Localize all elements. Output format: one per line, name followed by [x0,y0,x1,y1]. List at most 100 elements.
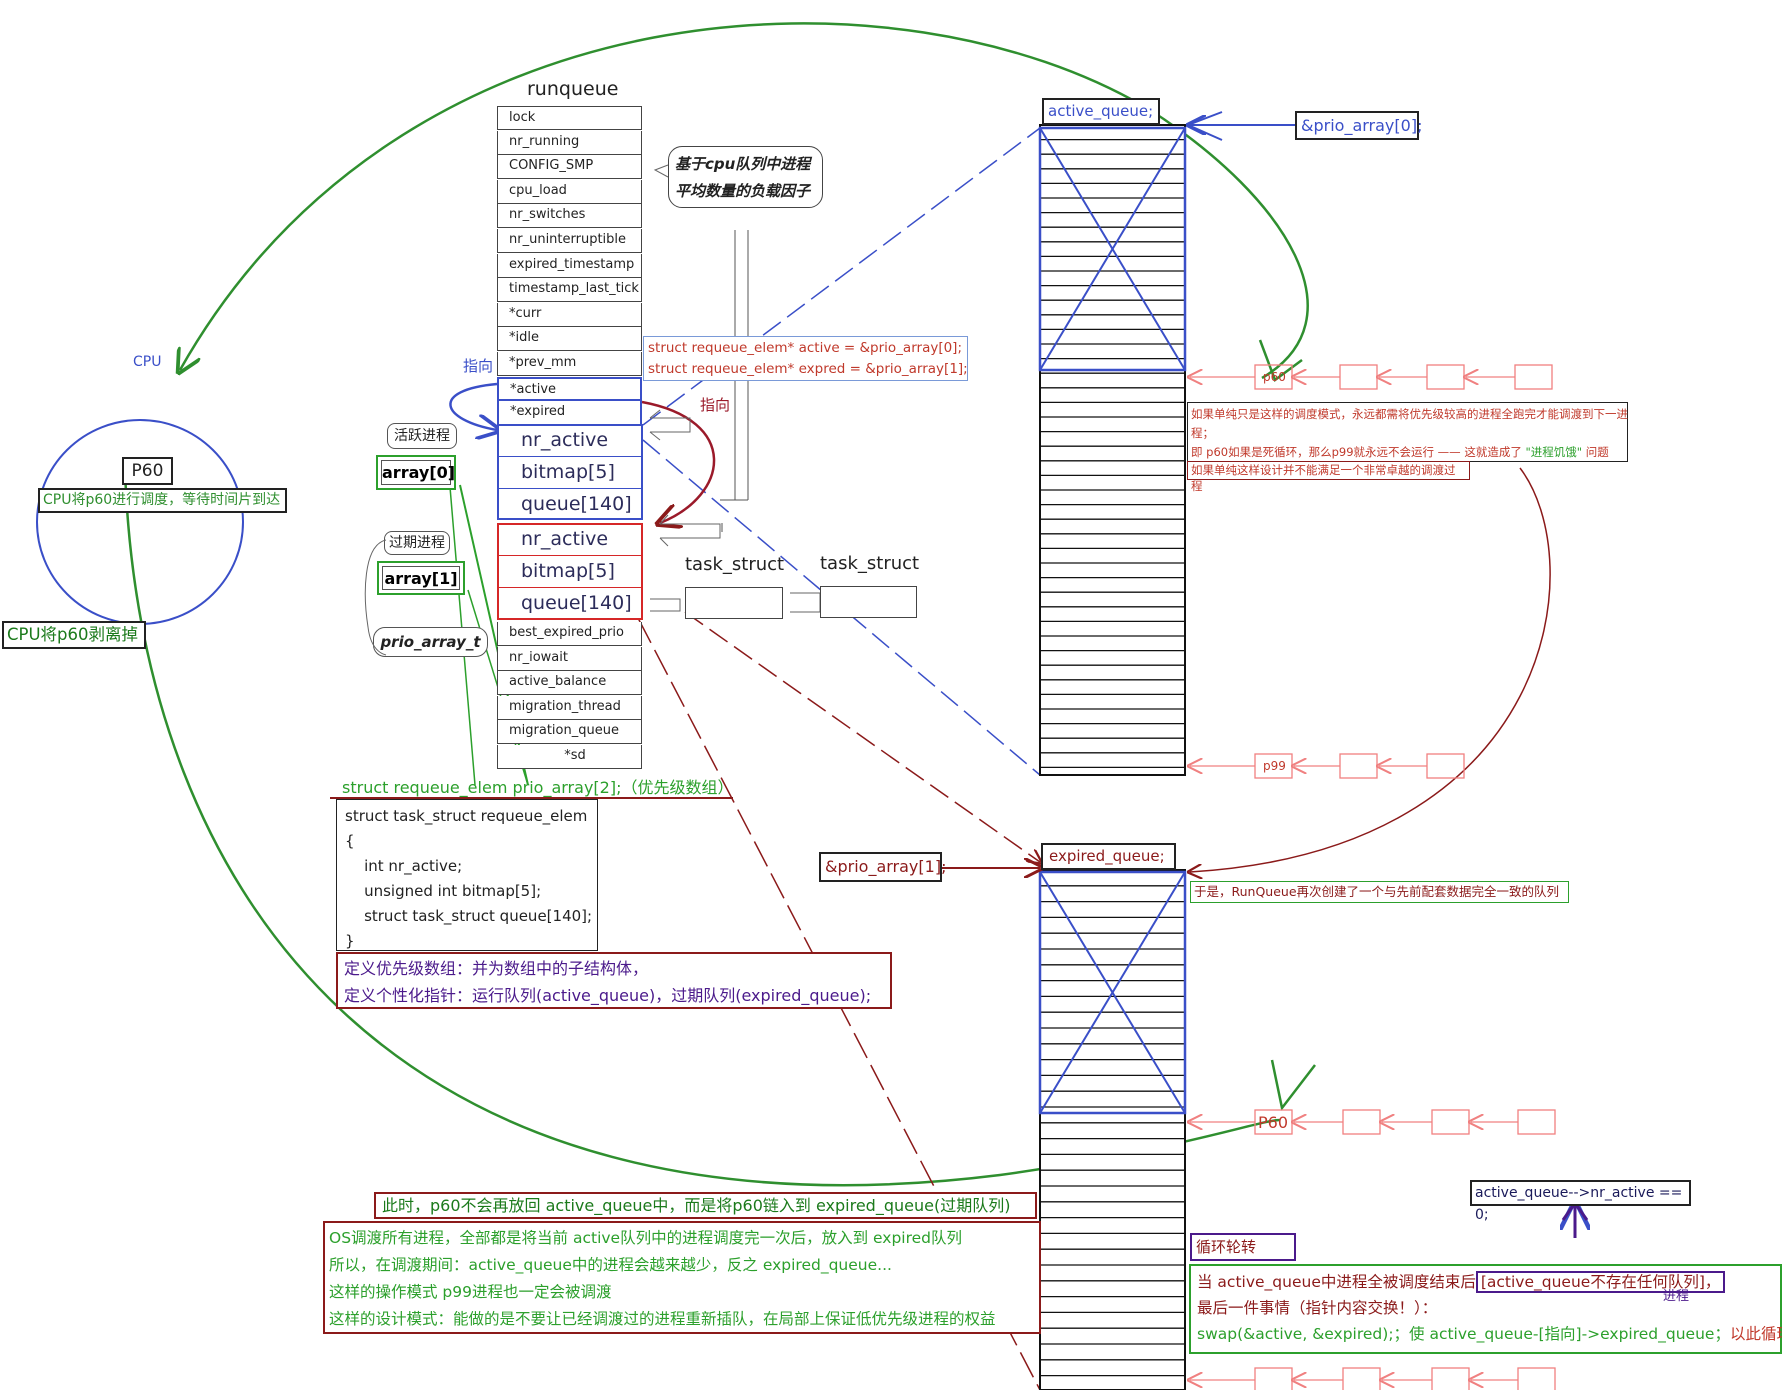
prio-array-underline [330,797,733,799]
expired-queue-label-text: expired_queue; [1049,847,1165,865]
struct-code-line: { [345,832,355,850]
struct-code-line: } [345,932,355,950]
os-note-line: 这样的操作模式 p99进程也一定会被调渡 [329,1283,612,1301]
red-curve-expired [641,400,716,523]
cpu-strip-note-text: CPU将p60剥离掉 [7,625,139,644]
cycle-label: 循环轮转 [1190,1233,1296,1261]
struct-code-line: struct task_struct requeue_elem [345,807,588,825]
pointer-decl-box: struct requeue_elem* active = &prio_arra… [643,336,968,381]
struct-code-box: struct task_struct requeue_elem { int nr_… [336,799,598,951]
os-scheduling-note: OS调渡所有进程，全部都是将当前 active队列中的进程调度完一次后，放入到 … [323,1221,1041,1334]
active-queue-note-line2: 程； [1191,426,1214,440]
task-struct-box-2 [820,586,917,618]
expired-queue-pointer-text: &prio_array[1]; [825,857,947,876]
cycle-condition: active_queue-->nr_active == 0; [1470,1180,1691,1223]
runqueue-field: *curr [497,302,642,327]
cycle-note-line3a: swap(&active, &expired);；使 active_queue-… [1197,1325,1730,1343]
queue-highlight [1038,126,1187,372]
array-field: bitmap[5] [497,556,643,588]
active-queue-note-line1: 如果单纯只是这样的调度模式，永远都需将优先级较高的进程全跑完才能调渡到下一进 [1191,407,1628,421]
expired-queue-grid [1038,869,1187,1390]
queue-highlight [1038,870,1187,1115]
cycle-note-line1c: ]， [1698,1273,1721,1291]
runqueue-field: *expired [497,401,642,426]
p60-relink-note: 此时，p60不会再放回 active_queue中，而是将p60链入到 expi… [374,1192,1037,1219]
p60-relink-note-text: 此时，p60不会再放回 active_queue中，而是将p60链入到 expi… [382,1196,1011,1215]
task-struct-label-2: task_struct [820,553,920,574]
os-note-line: 这样的设计模式：能做的是不要让已经调渡过的进程重新插队，在局部上保证低优先级进程… [329,1310,996,1328]
runqueue-field: migration_thread [497,695,642,720]
expired-process-label: 过期进程 [389,535,445,551]
active-queue-note-line3: 即 p60如果是死循环，那么p99就永远不会运行 —— 这就造成了 "进程饥饿"… [1191,443,1624,462]
task-struct-box-1 [685,587,783,619]
array0-label: array[0] [381,460,455,485]
active-process-label: 活跃进程 [394,428,450,444]
queue-frame [1039,124,1186,776]
cycle-note-line2: 最后一件事情（指针内容交换！）： [1197,1299,1438,1317]
dash-expired-top [684,611,1040,862]
chain-node [1342,1109,1381,1135]
active-queue-note-line4: 如果单纯这样设计并不能满足一个非常卓越的调渡过程 [1191,463,1456,493]
red-arc-active-to-expired [1190,467,1551,872]
expired-chain-p60: P60 [1258,1113,1289,1132]
active-queue-note-final: 如果单纯这样设计并不能满足一个非常卓越的调渡过程 [1187,461,1470,493]
array-field: queue[140] [497,588,643,620]
runqueue-field: expired_timestamp [497,253,642,278]
runqueue-field: nr_uninterruptible [497,229,642,253]
prio-array-t-box: prio_array_t [373,627,488,657]
expired-queue-pointer: &prio_array[1]; [819,852,946,882]
runqueue-field: nr_running [497,130,642,155]
cycle-note-line1b: [active_queue不存在任何队列 [1480,1273,1699,1291]
chain-node [1339,364,1378,390]
runqueue-field: nr_switches [497,204,642,229]
runqueue-field: active_balance [497,671,642,696]
array-field: queue[140] [497,489,643,521]
brace-lines [364,539,387,656]
active-chain-p99: p99 [1263,759,1286,773]
dash-active-top [642,127,1041,426]
cpu-process-p60: P60 [122,457,173,485]
struct-code-line: unsigned int bitmap[5]; [345,882,542,900]
define-note-line2: 定义个性化指针：运行队列(active_queue)，过期队列(expired_… [344,986,872,1005]
active-queue-grid [1038,124,1187,776]
active-queue-pointer: &prio_array[0]; [1295,111,1423,140]
pointer-label-right: 指向 [700,396,731,414]
green-arc-to-expired [123,469,1281,1187]
struct-code-line: int nr_active; [345,857,463,875]
pointer-label-left: 指向 [463,357,494,375]
array0-frame [497,424,643,520]
cpu-process-label: P60 [131,461,164,481]
array-field: nr_active [497,524,643,556]
cycle-note: 当 active_queue中进程全被调度结束后[active_queue不存在… [1189,1264,1782,1354]
array0-label-box: array[0] [376,455,456,490]
chain-node [1431,1109,1470,1135]
runqueue-field: CONFIG_SMP [497,155,642,180]
runqueue-field: cpu_load [497,179,642,204]
cycle-condition-text: active_queue-->nr_active == 0; [1475,1185,1683,1223]
cycle-note-bracket: [active_queue不存在任何队列]， [1475,1271,1726,1293]
runqueue-field: lock [497,106,642,130]
struct-code-line: struct task_struct queue[140]; [345,907,593,925]
expired-queue-label: expired_queue; [1041,843,1176,870]
runqueue-field: *sd [497,745,642,769]
runqueue-field: *idle [497,327,642,352]
os-note-line: OS调渡所有进程，全部都是将当前 active队列中的进程调度完一次后，放入到 … [329,1229,962,1247]
array1-frame [497,523,643,620]
expired-queue-create-note: 于是，RunQueue再次创建了一个与先前配套数据完全一致的队列 [1190,881,1569,903]
chain-node [1514,364,1553,390]
green-arrow-head-expired [1270,1059,1316,1111]
active-queue-pointer-text: &prio_array[0]; [1301,116,1423,135]
cpu-circle [36,419,244,625]
queue-frame [1039,869,1186,1390]
blue-curve-active [449,382,497,430]
prio-array-t-label: prio_array_t [380,633,481,651]
cpu-load-callout: 基于cpu队列中进程 平均数量的负载因子 [668,146,823,208]
green-arc-to-cpu [180,22,1309,380]
array-field: bitmap[5] [497,457,643,489]
expired-queue-create-note-text: 于是，RunQueue再次创建了一个与先前配套数据完全一致的队列 [1194,884,1560,899]
cpu-scheduling-note-text: CPU将p60进行调度，等待时间片到达 [43,492,281,508]
active-process-bubble: 活跃进程 [387,423,457,449]
cycle-label-text: 循环轮转 [1196,1238,1257,1256]
chain-node [1339,753,1378,779]
